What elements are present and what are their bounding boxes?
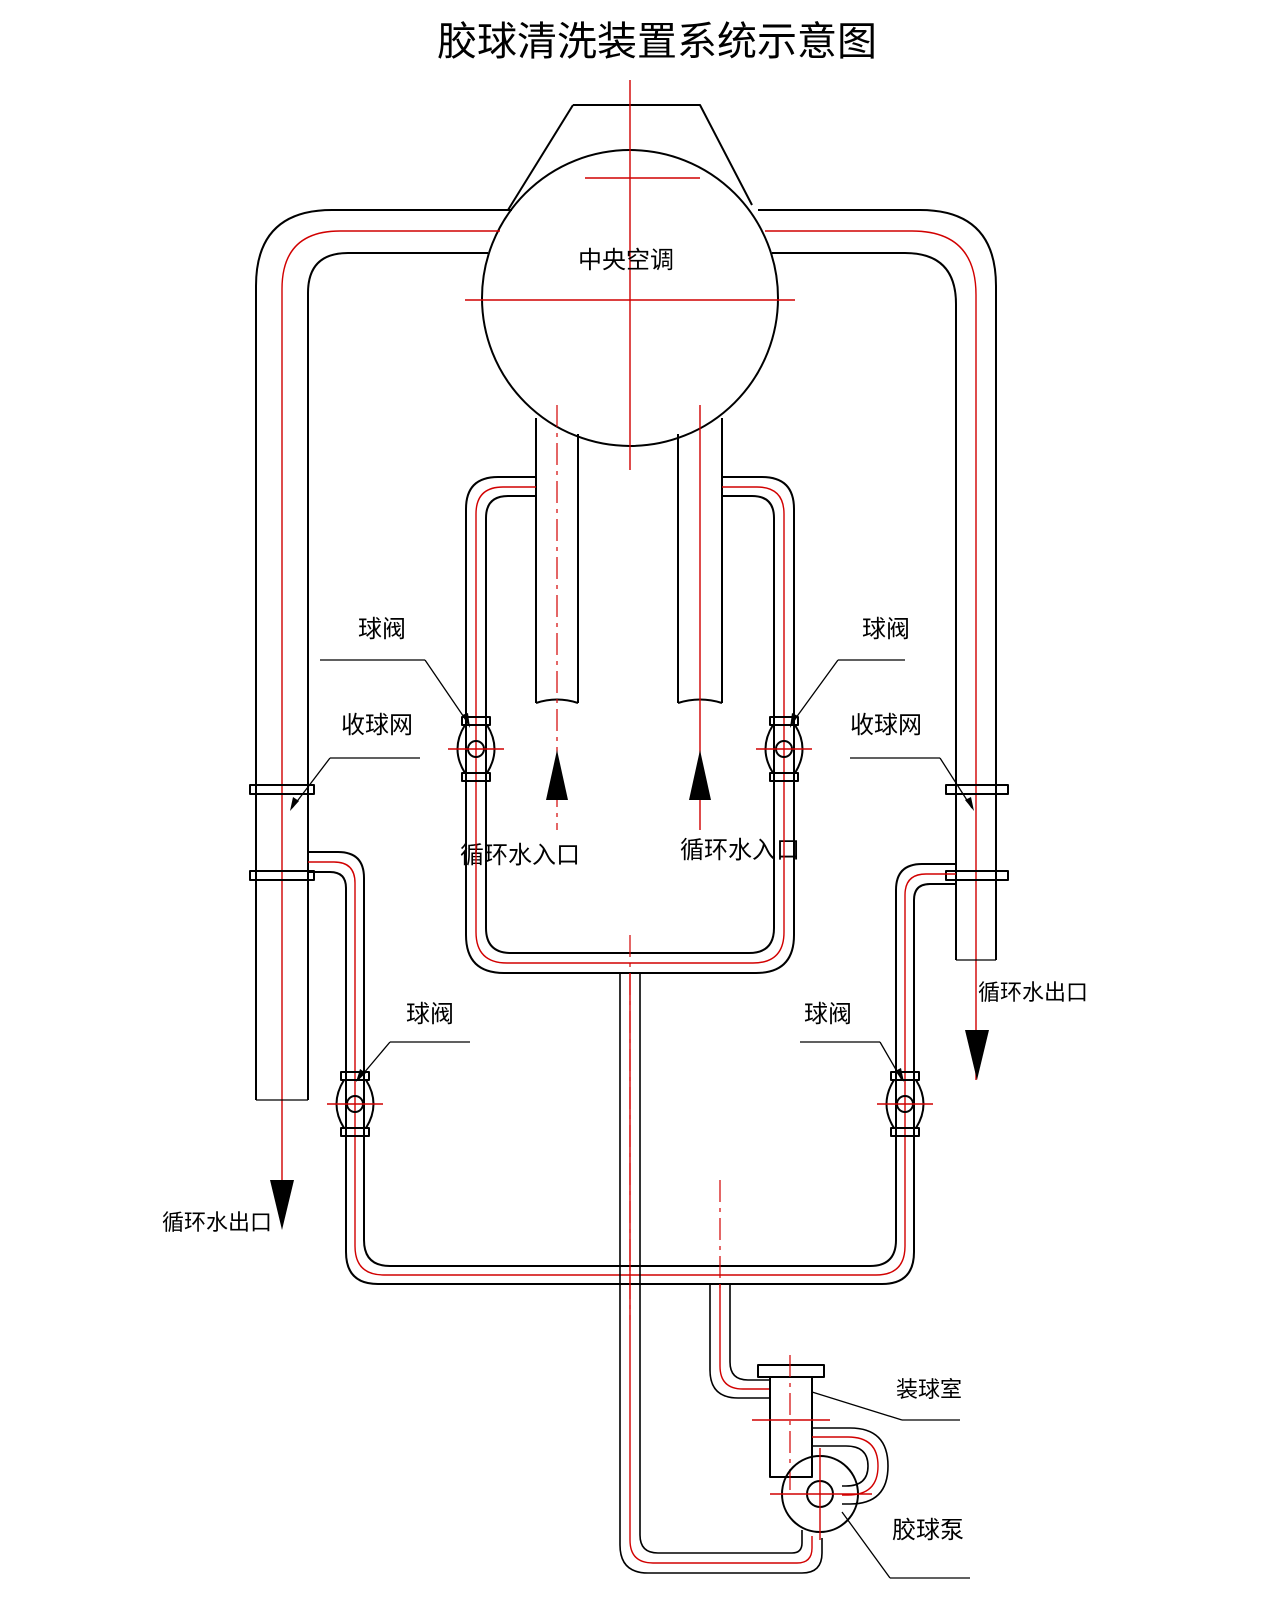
callout-valve-inner-right: 球阀 [789,615,910,728]
inlet-pipes: 循环水入口 循环水入口 [460,405,800,869]
ball-chamber-label: 装球室 [896,1378,962,1403]
collect-net-flange-left-top [249,784,315,795]
return-pipe [619,973,823,1574]
ball-valve-inner-left [448,716,504,782]
inlet-label-left: 循环水入口 [460,841,580,869]
net-label-left: 收球网 [341,711,413,739]
inlet-arrow-right [689,750,711,800]
diagram-title: 胶球清洗装置系统示意图 [437,19,877,65]
callout-net-right: 收球网 [850,711,974,811]
outlet-arrow-left [270,1180,294,1230]
ball-chamber-cap [757,1364,825,1378]
outlet-label-left: 循环水出口 [162,1211,272,1236]
outer-left-pipe: 循环水出口 [162,209,512,1236]
ball-chamber-body [769,1376,813,1478]
valve-label-inner-left: 球阀 [358,615,406,643]
chamber-to-pump-loop [812,1427,889,1505]
collect-net-flange-right-top [945,784,1009,795]
valve-label-lower-right: 球阀 [804,1000,852,1028]
outlet-label-right: 循环水出口 [978,981,1088,1006]
callout-valve-lower-right: 球阀 [800,1000,904,1082]
outlet-arrow-right [965,1030,989,1080]
net-label-right: 收球网 [850,711,922,739]
outer-right-pipe: 循环水出口 [758,209,1088,1080]
central-ac-unit: 中央空调 [465,80,795,470]
collect-net-flange-left-bottom [249,870,315,881]
callout-valve-inner-left: 球阀 [320,615,471,728]
ac-hood [507,104,753,211]
callout-net-left: 收球网 [290,711,420,811]
inlet-arrow-left [546,750,568,800]
collect-net-flange-right-bottom [945,870,1009,881]
ac-label: 中央空调 [578,246,674,274]
ball-valve-lower-right [877,1071,933,1137]
inlet-label-right: 循环水入口 [680,836,800,864]
ball-valve-inner-right [756,716,812,782]
ball-pump: 胶球泵 [770,1448,970,1579]
ball-valve-lower-left [327,1071,383,1137]
valve-label-inner-right: 球阀 [862,615,910,643]
ball-chamber: 装球室 [709,1284,962,1490]
lower-loop-pipe [308,851,956,1290]
ball-pump-label: 胶球泵 [892,1516,964,1544]
valve-label-lower-left: 球阀 [406,1000,454,1028]
callout-valve-lower-left: 球阀 [356,1000,470,1082]
